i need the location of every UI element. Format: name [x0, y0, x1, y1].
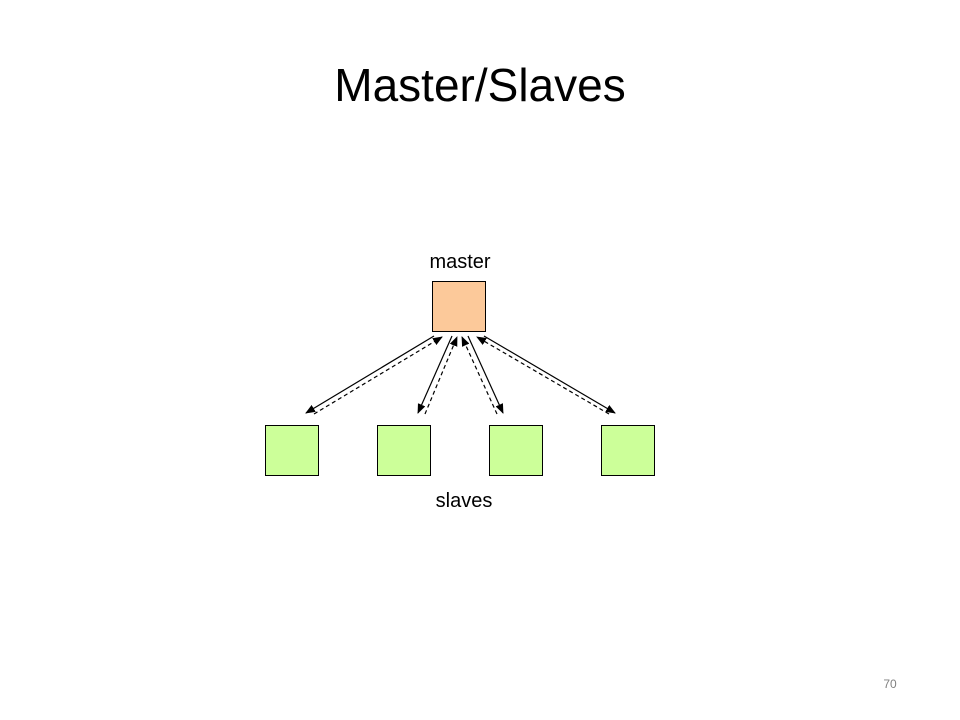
master-label: master — [429, 251, 491, 273]
slave-node — [265, 425, 319, 476]
slaves-label: slaves — [435, 490, 493, 512]
arrow-slave-4-to-master — [476, 336, 610, 415]
master-node — [432, 281, 486, 332]
slave-node — [377, 425, 431, 476]
slave-node — [489, 425, 543, 476]
arrow-master-to-slave-4 — [483, 335, 616, 414]
arrow-master-to-slave-2 — [417, 335, 453, 414]
page-number: 70 — [883, 677, 897, 691]
arrow-slave-2-to-master — [424, 336, 458, 415]
arrow-master-to-slave-1 — [305, 335, 435, 414]
arrow-slave-1-to-master — [313, 336, 443, 415]
slide-title: Master/Slaves — [334, 59, 626, 111]
arrow-slave-3-to-master — [461, 336, 498, 415]
arrow-master-to-slave-3 — [467, 335, 504, 414]
slave-node — [601, 425, 655, 476]
